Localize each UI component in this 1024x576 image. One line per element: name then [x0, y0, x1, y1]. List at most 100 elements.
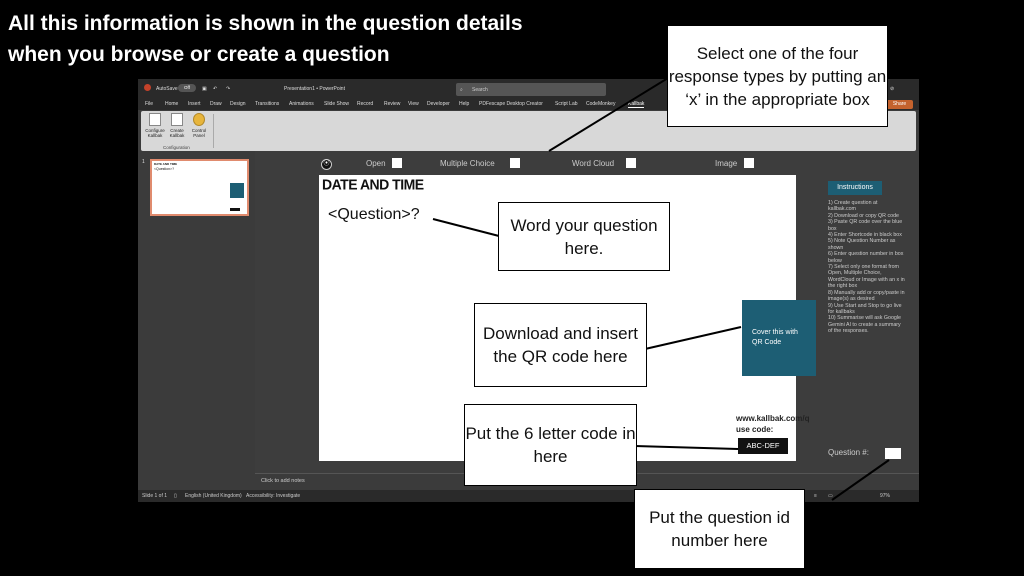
instruction-item: 1) Create question at kallbak.com — [828, 200, 878, 213]
create-kallbak-label-1: Create — [170, 128, 184, 133]
autosave-label: AutoSave — [156, 86, 178, 92]
tab-developer[interactable]: Developer — [427, 101, 450, 107]
tab-view[interactable]: View — [408, 101, 419, 107]
letter-code-callout: Put the 6 letter code in here — [464, 404, 637, 486]
tab-design[interactable]: Design — [230, 101, 246, 107]
thumb-question: <Question>? — [154, 167, 175, 171]
notes-toggle-icon[interactable]: ≡ — [814, 493, 817, 499]
question-id-callout: Put the question id number here — [634, 489, 805, 569]
instruction-item: 8) Manually add or copy/paste in image(s… — [828, 289, 905, 303]
thumb-title: DATE AND TIME — [154, 162, 178, 166]
instruction-item: 3) Paste QR code over the blue box — [828, 219, 903, 232]
autosave-toggle[interactable]: Off — [178, 84, 196, 92]
thumbnail-number: 1 — [142, 159, 145, 165]
qr-code-placeholder[interactable]: Cover this with QR Code — [742, 300, 816, 376]
slide-thumbnail[interactable]: DATE AND TIME <Question>? — [150, 159, 249, 216]
tab-home[interactable]: Home — [165, 101, 179, 107]
response-type-word-cloud-checkbox[interactable] — [626, 158, 636, 168]
question-number-input[interactable] — [885, 448, 901, 459]
create-kallbak-button[interactable]: Create Kallbak — [167, 113, 187, 138]
qr-placeholder-line-2: QR Code — [752, 339, 782, 346]
configure-kallbak-label-2: Kallbak — [147, 133, 163, 138]
redo-icon[interactable]: ↷ — [226, 86, 231, 92]
question-id-connector — [831, 459, 890, 501]
comments-icon[interactable]: ▭ — [828, 493, 833, 499]
tab-help[interactable]: Help — [459, 101, 470, 107]
search-icon: ⌕ — [460, 87, 463, 93]
ribbon-tabs: File Home Insert Draw Design Transitions… — [138, 99, 919, 110]
headline: All this information is shown in the que… — [8, 8, 523, 70]
document-icon — [171, 113, 183, 126]
spellcheck-icon[interactable]: ▯ — [174, 493, 177, 499]
tab-slide-show[interactable]: Slide Show — [324, 101, 350, 107]
question-connector — [432, 218, 500, 237]
instructions-list: 1) Create question at kallbak.com 2) Dow… — [828, 200, 906, 335]
question-placeholder[interactable]: <Question>? — [328, 206, 420, 223]
response-types-callout: Select one of the four response types by… — [667, 25, 888, 127]
notes-placeholder: Click to add notes — [261, 478, 305, 484]
url-line-1: www.kallbak.com/q — [736, 414, 810, 423]
slide-count: Slide 1 of 1 — [142, 493, 168, 499]
instruction-item: 5) Note Question Number as shown — [828, 238, 896, 251]
qr-placeholder-line-1: Cover this with — [752, 329, 798, 336]
accessibility-status[interactable]: Accessibility: Investigate — [246, 493, 301, 499]
headline-line-2: when you browse or create a question — [8, 43, 390, 66]
control-panel-label-1: Control — [191, 128, 207, 133]
undo-icon[interactable]: ↶ — [213, 86, 218, 92]
tab-script-lab[interactable]: Script Lab — [555, 101, 578, 107]
response-type-open-label: Open — [366, 159, 386, 168]
create-kallbak-label-2: Kallbak — [169, 133, 185, 138]
question-callout: Word your question here. — [498, 202, 670, 271]
close-window-icon[interactable]: ⊘ — [890, 86, 895, 92]
control-panel-button[interactable]: Control Panel — [189, 113, 209, 138]
search-box[interactable]: ⌕ Search — [456, 83, 606, 96]
short-code-box[interactable]: ABC-DEF — [738, 438, 788, 454]
tab-codemonkey[interactable]: CodeMonkey — [586, 101, 616, 107]
document-icon — [149, 113, 161, 126]
ribbon-group-label: Configuration — [163, 145, 190, 150]
response-type-image-label: Image — [715, 159, 738, 168]
question-number-label: Question #: — [828, 448, 869, 457]
tab-file[interactable]: File — [145, 101, 154, 107]
save-icon[interactable]: ▣ — [202, 86, 207, 92]
response-type-multiple-choice-checkbox[interactable] — [510, 158, 520, 168]
slide-title[interactable]: DATE AND TIME — [322, 175, 424, 193]
configure-kallbak-label-1: Configure — [145, 128, 165, 133]
response-type-image-checkbox[interactable] — [744, 158, 754, 168]
instruction-item: 10) Summarise will ask Google Gemini AI … — [828, 315, 902, 335]
letter-code-connector — [634, 445, 739, 450]
share-button[interactable]: Share — [886, 100, 913, 109]
tab-draw[interactable]: Draw — [210, 101, 222, 107]
instruction-item: 2) Download or copy QR code — [828, 212, 899, 219]
instruction-item: 6) Enter question number in box below — [828, 251, 904, 264]
qr-code-connector — [644, 326, 742, 350]
instruction-item: 7) Select only one format from Open, Mul… — [828, 264, 905, 290]
control-panel-label-2: Panel — [193, 133, 205, 138]
response-type-open-checkbox[interactable] — [392, 158, 402, 168]
kallbak-logo-icon: ⦿ — [321, 159, 332, 170]
tab-kallbak[interactable]: Kallbak — [628, 101, 645, 108]
tab-review[interactable]: Review — [384, 101, 401, 107]
response-type-word-cloud-label: Word Cloud — [572, 159, 615, 168]
tab-insert[interactable]: Insert — [188, 101, 201, 107]
language-status[interactable]: English (United Kingdom) — [185, 493, 242, 499]
headline-line-1: All this information is shown in the que… — [8, 12, 523, 35]
tab-pdfescape[interactable]: PDFescape Desktop Creator — [479, 101, 543, 107]
powerpoint-logo-icon — [144, 84, 151, 91]
search-placeholder: Search — [472, 87, 488, 93]
zoom-level[interactable]: 97% — [880, 493, 891, 499]
document-title: Presentation1 • PowerPoint — [284, 86, 345, 92]
configure-kallbak-button[interactable]: Configure Kallbak — [145, 113, 165, 138]
tab-record[interactable]: Record — [357, 101, 374, 107]
instruction-item: 4) Enter Shortcode in black box — [828, 232, 902, 239]
thumb-qr-box — [230, 183, 244, 198]
qr-code-callout: Download and insert the QR code here — [474, 303, 647, 387]
control-panel-icon — [193, 113, 205, 126]
tab-animations[interactable]: Animations — [289, 101, 314, 107]
url-line-2: use code: — [736, 425, 774, 434]
tab-transitions[interactable]: Transitions — [255, 101, 280, 107]
instructions-button[interactable]: Instructions — [828, 181, 882, 195]
kallbak-url: www.kallbak.com/q use code: — [736, 413, 810, 435]
response-type-multiple-choice-label: Multiple Choice — [440, 159, 495, 168]
